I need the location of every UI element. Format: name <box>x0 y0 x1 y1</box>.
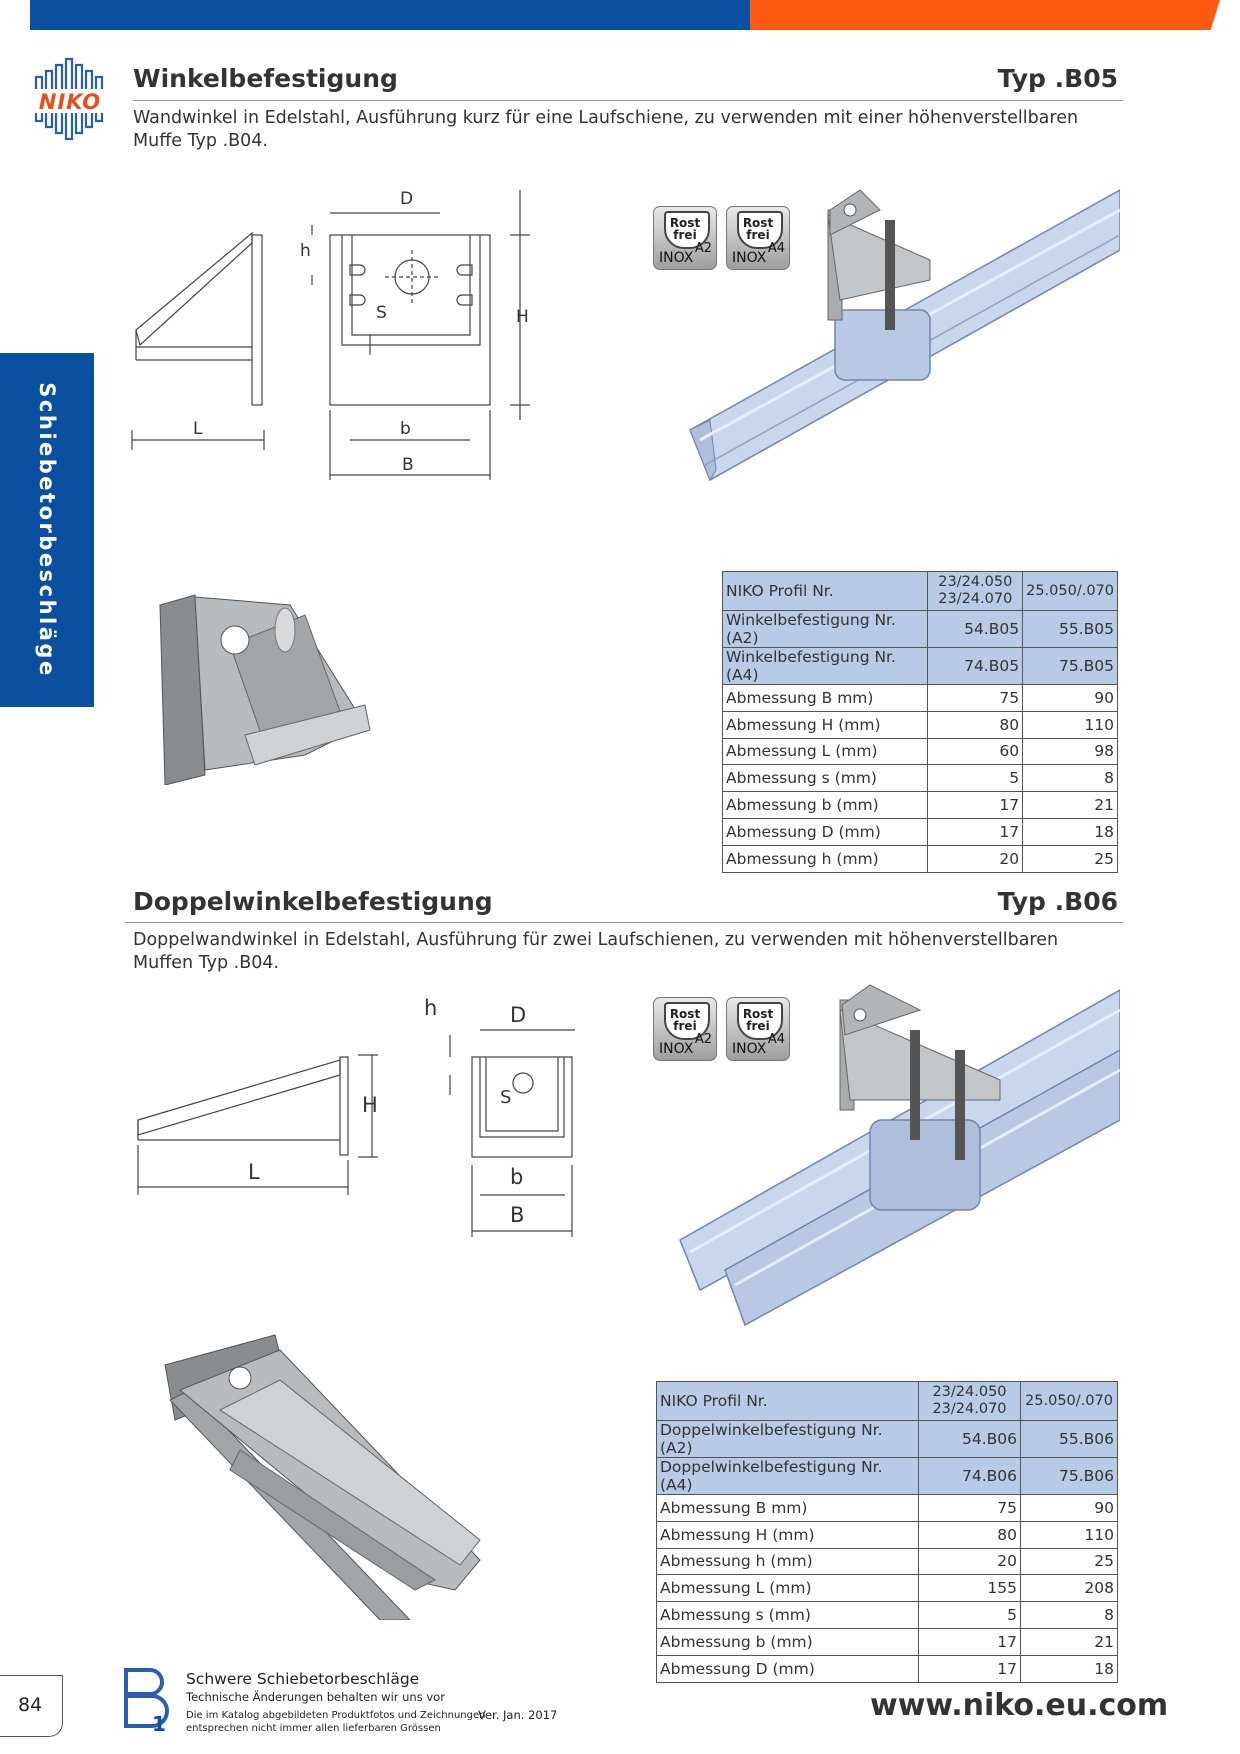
header-col2: 25.050/.070 <box>1022 571 1118 611</box>
header-label: NIKO Profil Nr. <box>656 1381 919 1421</box>
dim2-h: h <box>424 996 438 1020</box>
top-bar-orange <box>750 0 1220 30</box>
b1-logo: B 1 <box>122 1666 170 1736</box>
website-link[interactable]: www.niko.eu.com <box>870 1688 1169 1723</box>
section2-type: Typ .B06 <box>997 887 1118 916</box>
footer-version: Ver. Jan. 2017 <box>478 1708 558 1722</box>
dim2-D: D <box>510 1003 527 1027</box>
rostfrei-a2-badge: Rost frei INOX A2 <box>653 997 717 1061</box>
section2-rail-illustration <box>670 970 1121 1330</box>
section1-type: Typ .B05 <box>997 64 1118 93</box>
dim-S: S <box>376 303 387 323</box>
section1-rail-illustration <box>680 170 1121 490</box>
dim-H: H <box>516 307 529 327</box>
rostfrei-a2-badge: Rost frei INOX A2 <box>653 206 717 270</box>
dim-b: b <box>400 419 411 439</box>
section2-title: Doppelwinkelbefestigung <box>133 887 493 916</box>
page-number-box: 84 <box>0 1675 63 1737</box>
dim-h: h <box>300 241 311 261</box>
footer-note1: Technische Änderungen behalten wir uns v… <box>186 1690 445 1704</box>
header-col2: 25.050/.070 <box>1020 1381 1118 1421</box>
side-tab: Schiebetorbeschläge <box>0 353 94 707</box>
rostfrei-a4-badge: Rost frei INOX A4 <box>726 206 790 270</box>
header-label: NIKO Profil Nr. <box>721 571 929 611</box>
dim2-b: b <box>510 1165 524 1189</box>
catalog-title: Schwere Schiebetorbeschläge <box>186 1670 420 1688</box>
section1-description: Wandwinkel in Edelstahl, Ausführung kurz… <box>133 108 1079 151</box>
section2-bracket-photo <box>160 1330 490 1621</box>
rostfrei-a4-badge: Rost frei INOX A4 <box>726 997 790 1061</box>
footer-note3: entsprechen nicht immer allen lieferbare… <box>186 1723 441 1734</box>
section1-drawing: D h S H L b B <box>130 185 550 485</box>
dim-B: B <box>402 455 414 475</box>
section2-rule <box>125 922 1123 923</box>
section1-title: Winkelbefestigung <box>133 64 398 93</box>
dim2-B: B <box>510 1203 525 1227</box>
section1-bracket-photo <box>155 585 380 786</box>
section1-rule <box>133 100 1123 101</box>
niko-logo: NIKO <box>28 55 112 143</box>
logo-text: NIKO <box>38 90 102 114</box>
section2-description: Doppelwandwinkel in Edelstahl, Ausführun… <box>133 930 1059 973</box>
dim-D: D <box>400 189 414 209</box>
side-tab-label: Schiebetorbeschläge <box>35 382 59 678</box>
footer-note2: Die im Katalog abgebildeten Produktfotos… <box>186 1710 486 1721</box>
dim2-L: L <box>248 1160 260 1184</box>
dim2-H: H <box>362 1093 378 1117</box>
top-bar-blue <box>30 0 750 30</box>
dim-L: L <box>193 419 203 439</box>
section2-drawing: h D H S L b B <box>130 995 600 1245</box>
page-number: 84 <box>18 1694 43 1716</box>
b1-logo-digit: 1 <box>152 1712 166 1736</box>
dim2-S: S <box>500 1087 512 1108</box>
